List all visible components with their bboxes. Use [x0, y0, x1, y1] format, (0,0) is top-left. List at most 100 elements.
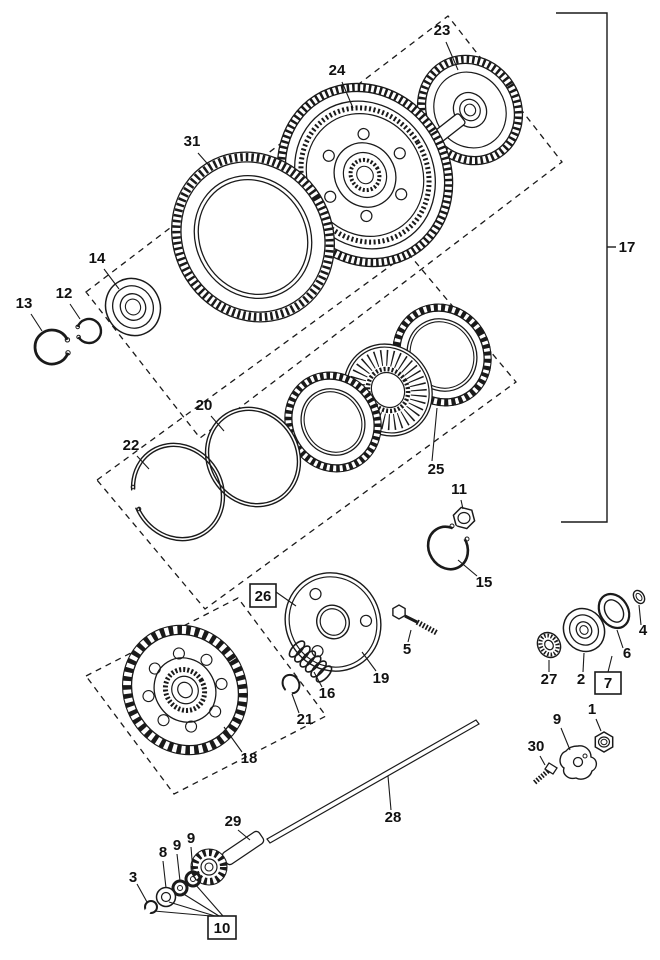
part-20-ring-plate: [204, 406, 302, 508]
part-3-clip: [143, 900, 158, 915]
leader-c10-1: [153, 910, 212, 917]
leader-c7: [607, 655, 613, 673]
leader-c20: [210, 415, 225, 432]
callout-c31: 31: [184, 133, 201, 150]
boxed-callout-26: [249, 583, 277, 608]
callout-c28: 28: [385, 809, 402, 826]
part-18-clutch-sprocket: [122, 624, 248, 756]
callout-c29: 29: [225, 813, 242, 830]
part-2-bearing: [562, 607, 606, 653]
callout-c2: 2: [577, 671, 585, 688]
leader-c10-2: [168, 901, 216, 917]
callout-c30: 30: [528, 738, 545, 755]
leader-c10-4: [194, 883, 224, 917]
leader-c9c: [190, 846, 194, 873]
leader-lines: [30, 41, 642, 917]
part-4-oring: [632, 589, 646, 605]
leader-c29: [237, 829, 251, 841]
part-25-friction-plate: [284, 371, 382, 473]
callout-c8: 8: [159, 844, 167, 861]
part-13-snap-ring: [33, 328, 71, 366]
callout-c11: 11: [451, 481, 467, 498]
part-27-bushing: [536, 631, 562, 659]
leader-c4: [638, 604, 642, 626]
bracket-17: [556, 12, 616, 523]
callout-labels: 23 24 31 14 12 13 22 20 25 11 15 26 19 5…: [16, 22, 648, 940]
leader-c9b: [176, 853, 181, 882]
callout-c4: 4: [639, 622, 648, 639]
callout-c9a: 9: [553, 711, 561, 728]
part-11-nut: [452, 506, 476, 530]
part-21-small-ring: [281, 673, 301, 698]
callout-c9c: 9: [187, 830, 195, 847]
callout-c7: 7: [604, 675, 612, 692]
callout-c16: 16: [319, 685, 336, 702]
leader-c28: [387, 775, 392, 811]
leader-c13: [30, 313, 43, 332]
leader-c6: [616, 629, 624, 649]
leader-c23: [445, 41, 459, 71]
dashed-box-top-assembly: [85, 15, 563, 439]
leader-c11: [460, 499, 464, 510]
leader-c16: [313, 671, 323, 688]
leader-c2: [582, 652, 585, 673]
callout-c1: 1: [588, 701, 596, 718]
dashed-box-sprocket: [85, 597, 327, 795]
callout-c9b: 9: [173, 837, 181, 854]
callout-c5: 5: [403, 641, 411, 658]
part-30-screw: [532, 762, 558, 785]
part-28-pushrod: [266, 719, 480, 844]
part-6-seal: [597, 592, 631, 630]
callout-c22: 22: [123, 437, 140, 454]
part-1-nut: [594, 731, 614, 753]
callout-c18: 18: [241, 750, 258, 767]
callout-c20: 20: [196, 397, 213, 414]
callout-c23: 23: [434, 22, 451, 39]
part-22-large-retaining-ring: [129, 442, 226, 542]
leader-c12: [69, 303, 81, 320]
callout-c15: 15: [476, 574, 493, 591]
leader-c22: [136, 455, 150, 470]
dashed-group-boxes: [85, 15, 563, 795]
callout-c25: 25: [428, 461, 445, 478]
dashed-box-clutch-plates: [96, 252, 517, 610]
leader-c9a: [560, 727, 571, 751]
leader-c18: [223, 726, 243, 753]
part-14-bearing: [104, 277, 162, 337]
callout-c19: 19: [373, 670, 390, 687]
callout-c17: 17: [619, 239, 636, 256]
part-9-cam-plate: [559, 745, 598, 780]
leader-c19: [361, 651, 377, 672]
leader-c31: [197, 152, 214, 171]
leader-c10-3: [181, 892, 220, 917]
leader-c5: [407, 629, 412, 643]
leader-c24: [341, 81, 354, 109]
boxed-callout-10: [207, 915, 237, 940]
part-15-snap-ring: [426, 523, 470, 571]
part-29-shaft-gear: [190, 830, 265, 886]
leader-c21: [291, 693, 300, 714]
leader-c15: [457, 559, 478, 577]
callout-c10: 10: [214, 920, 231, 937]
callout-c12: 12: [56, 285, 73, 302]
part-5-bolt: [392, 604, 439, 636]
part-12-retaining-ring: [75, 317, 103, 345]
part-16-spring: [288, 640, 333, 683]
leader-c14: [103, 268, 120, 290]
callout-c21: 21: [297, 711, 314, 728]
callout-c13: 13: [16, 295, 33, 312]
leader-c3: [136, 883, 148, 903]
callout-c26: 26: [255, 588, 272, 605]
leader-c26: [275, 591, 297, 607]
boxed-callout-7: [594, 671, 622, 695]
leader-c1: [595, 718, 602, 732]
callout-c3: 3: [129, 869, 137, 886]
leader-c30: [539, 755, 546, 766]
leader-c8: [162, 860, 167, 889]
callout-c27: 27: [541, 671, 558, 688]
callout-c24: 24: [329, 62, 346, 79]
callout-c14: 14: [89, 250, 106, 267]
leader-c25: [431, 407, 438, 462]
